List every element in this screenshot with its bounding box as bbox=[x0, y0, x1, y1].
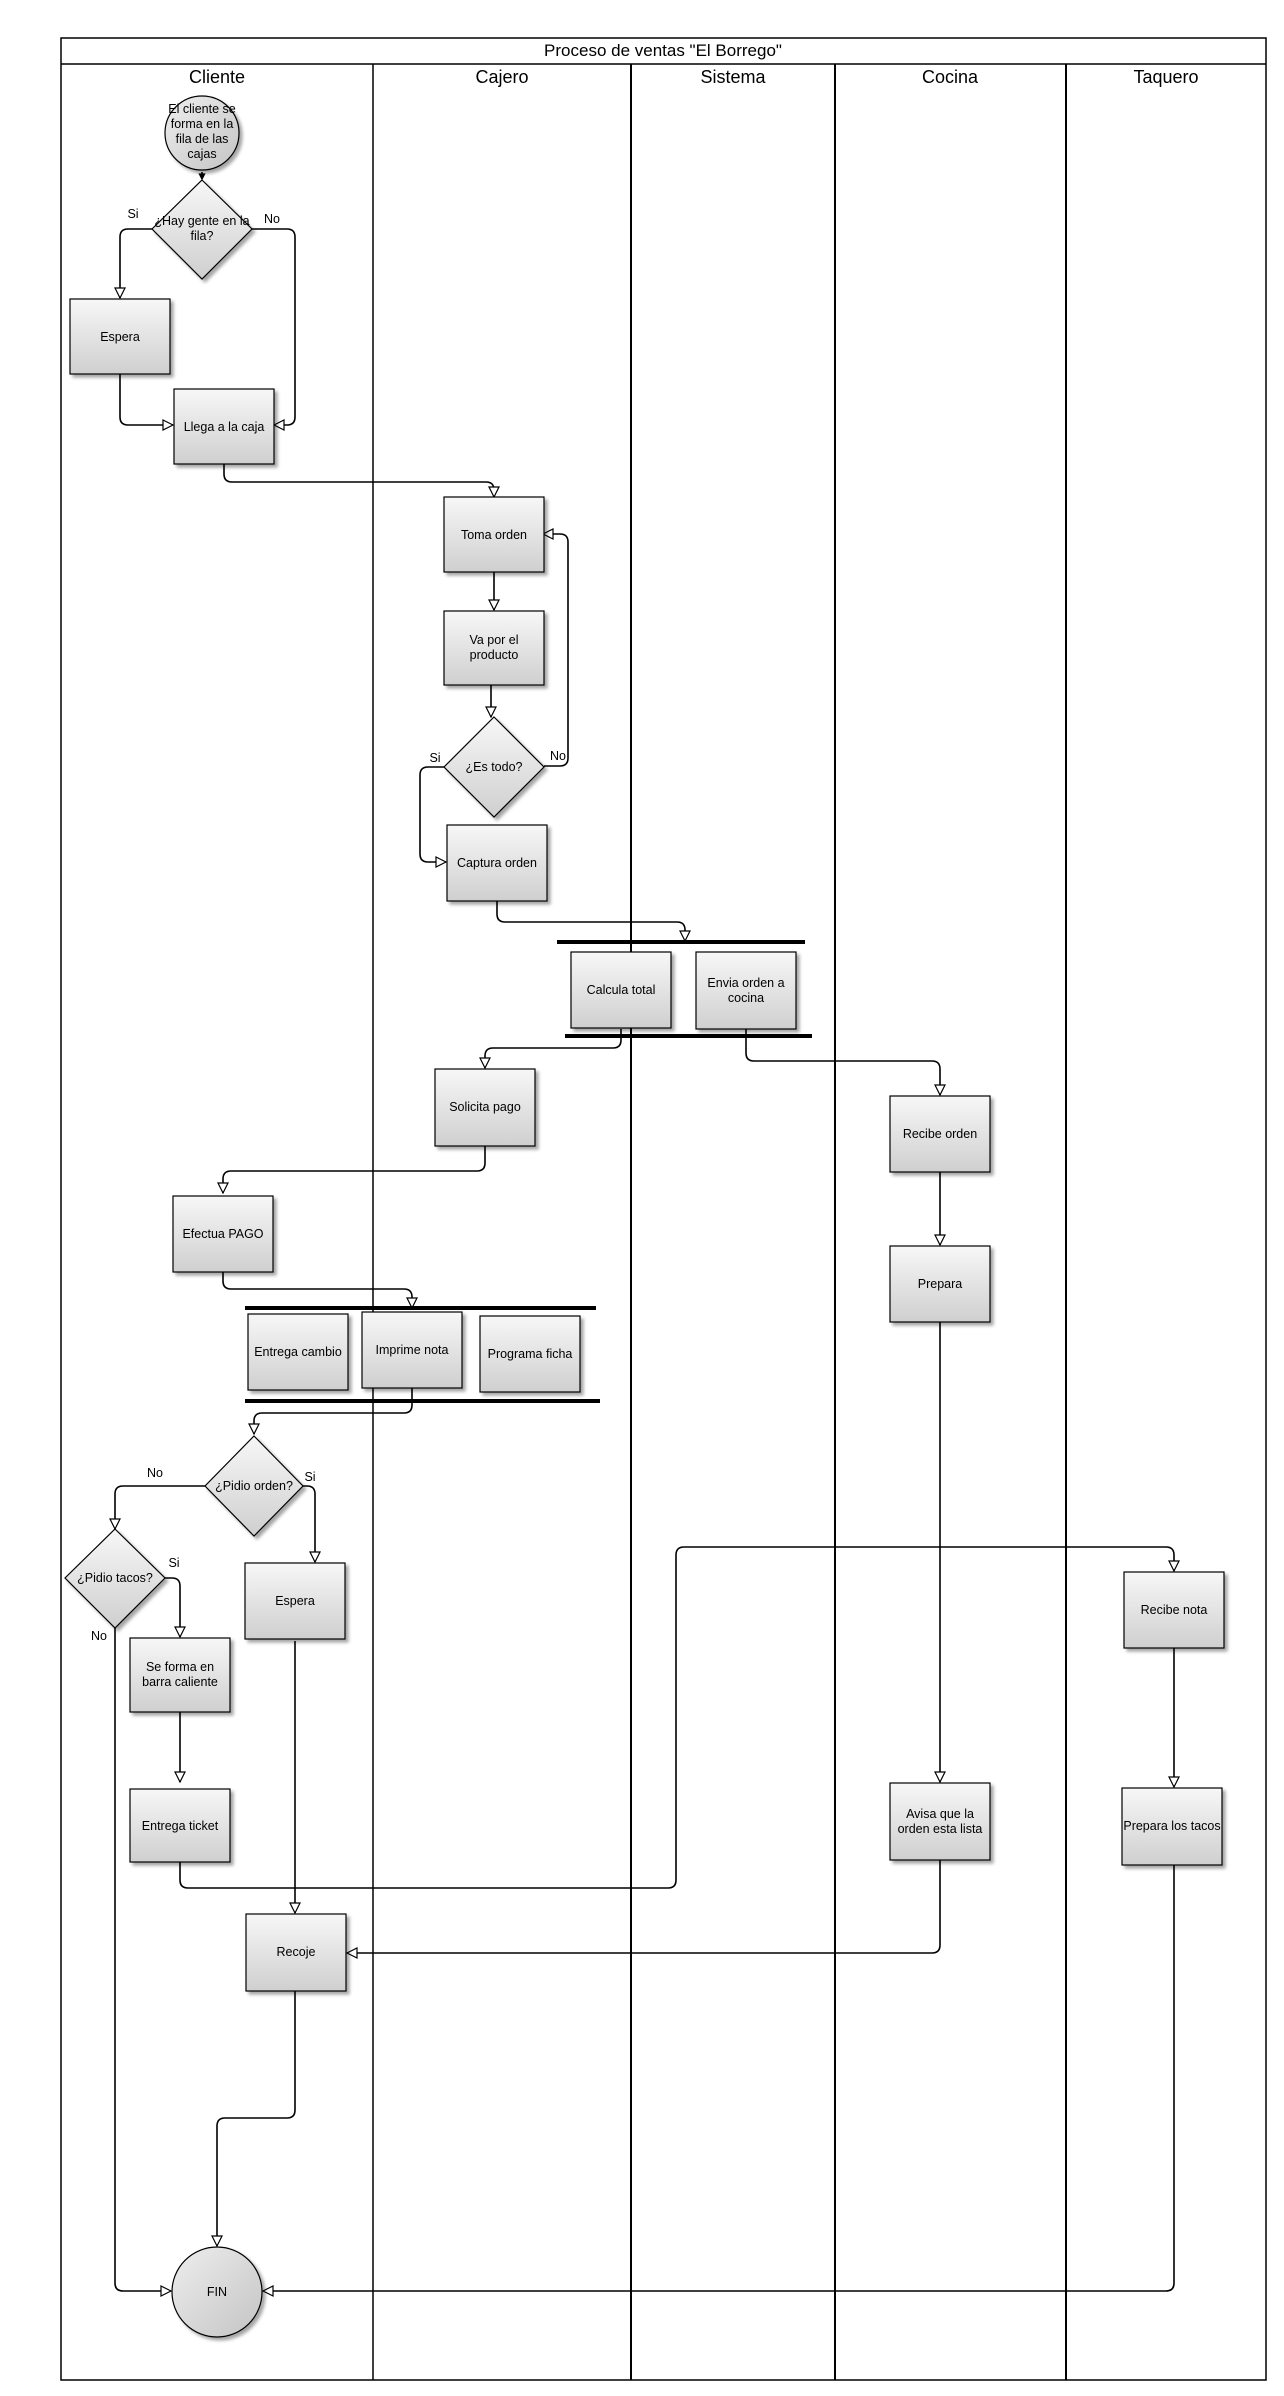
edge-label-orden-si: Si bbox=[304, 1470, 315, 1484]
connector bbox=[254, 1388, 413, 1434]
pool: Proceso de ventas "El Borrego" Cliente C… bbox=[60, 37, 1267, 2381]
process-entrega-ticket bbox=[129, 1788, 231, 1863]
connector bbox=[263, 1865, 1175, 2291]
node-label: Programa ficha bbox=[488, 1347, 573, 1361]
lane-header-taquero: Taquero bbox=[1133, 67, 1198, 87]
connector bbox=[485, 1029, 622, 1068]
process-prepara-los-tacos bbox=[1121, 1787, 1223, 1866]
node-label: Llega a la caja bbox=[184, 420, 265, 434]
node-label: Imprime nota bbox=[376, 1343, 449, 1357]
connector bbox=[222, 1272, 412, 1308]
start-node bbox=[164, 95, 240, 171]
lane-header-cliente: Cliente bbox=[189, 67, 245, 87]
edge-labels: Si No Si No No Si Si No bbox=[91, 207, 566, 1643]
connector bbox=[745, 1029, 940, 1095]
process-captura-orden bbox=[446, 824, 548, 902]
connector bbox=[223, 464, 494, 497]
connector bbox=[119, 374, 173, 425]
node-label: Efectua PAGO bbox=[182, 1227, 263, 1241]
process-recibe-orden bbox=[889, 1095, 991, 1173]
edge-label-tacos-no: No bbox=[91, 1629, 107, 1643]
process-entrega-cambio bbox=[247, 1313, 349, 1391]
pool-title: Proceso de ventas "El Borrego" bbox=[544, 41, 782, 60]
connector bbox=[419, 766, 446, 862]
connector bbox=[114, 1628, 171, 2291]
decision-pidio-tacos bbox=[64, 1528, 166, 1629]
node-label: Prepara bbox=[918, 1277, 963, 1291]
edge-label-fila-si: Si bbox=[127, 207, 138, 221]
node-label: ¿Pidio tacos? bbox=[77, 1571, 153, 1585]
process-programa-ficha bbox=[479, 1315, 581, 1393]
node-label: Prepara los tacos bbox=[1123, 1819, 1220, 1833]
connector bbox=[217, 1991, 296, 2246]
decision-hay-gente bbox=[151, 179, 253, 280]
lane-header-cocina: Cocina bbox=[922, 67, 979, 87]
node-label: Recibe nota bbox=[1141, 1603, 1208, 1617]
edge-label-fila-no: No bbox=[264, 212, 280, 226]
node-label: Espera bbox=[100, 330, 140, 344]
connector bbox=[179, 1546, 1174, 1889]
node-label: Recibe orden bbox=[903, 1127, 977, 1141]
end-node bbox=[171, 2246, 263, 2338]
connectors bbox=[115, 172, 1174, 2291]
connector bbox=[223, 1146, 486, 1193]
node-label: Captura orden bbox=[457, 856, 537, 870]
edge-label-todo-si: Si bbox=[429, 751, 440, 765]
node-label: Espera bbox=[275, 1594, 315, 1608]
node-label: Calcula total bbox=[587, 983, 656, 997]
connector bbox=[543, 534, 569, 767]
node-label: Toma orden bbox=[461, 528, 527, 542]
process-va-por-el-producto bbox=[443, 610, 545, 686]
process-avisa-orden-lista bbox=[889, 1782, 991, 1861]
connector bbox=[115, 1485, 205, 1529]
process-efectua-pago bbox=[172, 1195, 274, 1273]
connector bbox=[252, 228, 296, 425]
process-toma-orden bbox=[443, 496, 545, 573]
decision-es-todo bbox=[443, 716, 545, 818]
process-solicita-pago bbox=[434, 1068, 536, 1147]
connector bbox=[496, 901, 685, 941]
fork-join-bars bbox=[245, 940, 812, 1403]
node-label: Solicita pago bbox=[449, 1100, 521, 1114]
node-label: Recoje bbox=[277, 1945, 316, 1959]
connector bbox=[303, 1485, 315, 1562]
lane-header-cajero: Cajero bbox=[475, 67, 528, 87]
connector bbox=[347, 1860, 941, 1953]
process-recoje bbox=[245, 1913, 347, 1992]
process-prepara bbox=[889, 1245, 991, 1323]
process-envia-orden-a-cocina bbox=[695, 951, 797, 1030]
process-llega-a-la-caja bbox=[173, 388, 275, 465]
process-calcula-total bbox=[570, 951, 672, 1029]
edge-label-tacos-si: Si bbox=[168, 1556, 179, 1570]
edge-label-orden-no: No bbox=[147, 1466, 163, 1480]
process-recibe-nota bbox=[1123, 1571, 1225, 1649]
connector bbox=[120, 228, 152, 298]
nodes bbox=[64, 95, 1225, 2338]
pool-border bbox=[60, 37, 1267, 2381]
connector bbox=[165, 1577, 180, 1637]
process-espera-2 bbox=[244, 1562, 346, 1640]
node-label: ¿Es todo? bbox=[466, 760, 523, 774]
process-imprime-nota bbox=[361, 1311, 463, 1389]
process-espera bbox=[69, 298, 171, 375]
node-label: Entrega ticket bbox=[142, 1819, 219, 1833]
decision-pidio-orden bbox=[204, 1435, 304, 1537]
node-label: ¿Pidio orden? bbox=[215, 1479, 293, 1493]
lane-header-sistema: Sistema bbox=[700, 67, 766, 87]
node-label: Entrega cambio bbox=[254, 1345, 342, 1359]
node-label: FIN bbox=[207, 2285, 227, 2299]
edge-label-todo-no: No bbox=[550, 749, 566, 763]
process-se-forma-en-barra-caliente bbox=[129, 1637, 231, 1713]
